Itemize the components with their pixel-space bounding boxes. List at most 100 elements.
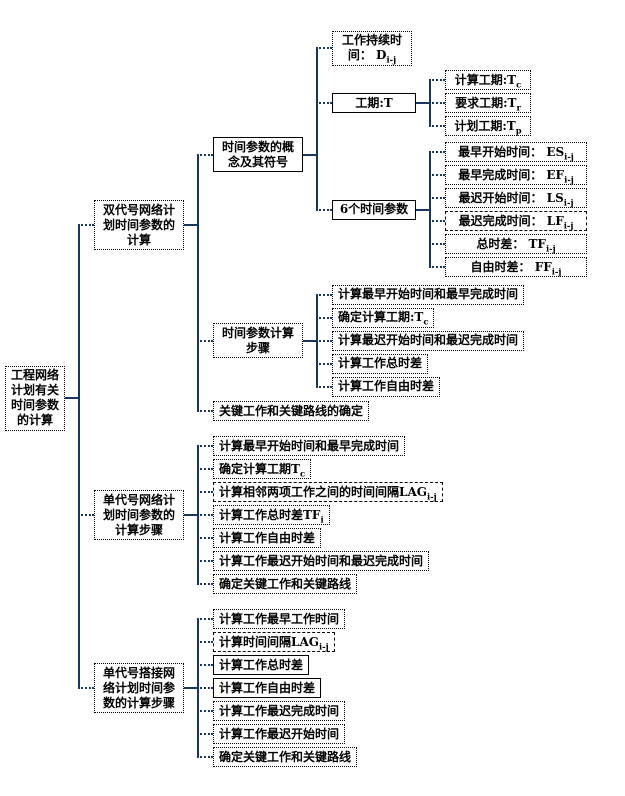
tree-nodewrap-root-0-1-4: 计算工作自由时差 [332, 376, 441, 397]
tree-nodewrap-root-1-1: 确定计算工期Tc [213, 459, 312, 479]
tree-row-root-0-1-4: 计算工作自由时差 [316, 375, 524, 398]
tree-branch-root-0-0-2: 6个时间参数 最早开始时间： ESi-j 最早完成时间： EFi-j 最迟开始时间： … [332, 141, 587, 279]
tree-node-label-root-1-2: 计算相邻两项工作之间的时间间隔LAGi-j [219, 484, 437, 501]
tree-nodewrap-root-0-0-2-3: 最迟完成时间： LFi-j [445, 211, 587, 231]
tree-row-root-0-0-1-1: 要求工期:Tr [429, 91, 531, 115]
tree-row-root-1-0: 计算最早开始时间和最早完成时间 [197, 435, 443, 458]
tree-row-root-0-0-1-0: 计算工期:Tc [429, 69, 531, 92]
tree-node-label-root-1: 单代号网络计划时间参数的计算步骤 [102, 492, 175, 537]
tree-node-root-0-0-2-3: 最迟完成时间： LFi-j [445, 211, 587, 231]
tree-row-root-1-6: 确定关键工作和关键路线 [197, 572, 443, 596]
tree-branch-root-2-5: 计算工作最迟开始时间 [213, 724, 346, 744]
tree-node-label-root-2-2: 计算工作总时差 [219, 657, 304, 672]
connector-stub-root-2 [184, 687, 197, 689]
tree-node-label-root-2-1: 计算时间间隔LAGi-j [219, 634, 329, 651]
tree-node-label-root-0-0-1: 工期:T [355, 95, 393, 110]
tree-row-root-2-2: 计算工作总时差 [197, 653, 357, 677]
children-group-root-2: 计算工作最早工作时间计算时间间隔LAGi-j 计算工作总时差计算工作自由时差计算工… [197, 608, 358, 769]
tree-row-root-0-0-2-4: 总时差： TFi-j [429, 232, 587, 256]
tree-node-label-root-0-0-1-2: 计划工期:Tp [454, 118, 522, 135]
tree-node-root-2-3: 计算工作自由时差 [213, 678, 322, 698]
tree-branch-root-0-0-1: 工期:T 计算工期:Tc 要求工期:Tr 计划工期:Tp [332, 69, 531, 138]
connector-stub-root-0 [184, 224, 197, 226]
tree-node-root-1: 单代号网络计划时间参数的计算步骤 [94, 490, 184, 540]
tree-node-root-0-0-0: 工作持续时间： Di-j [332, 30, 412, 66]
tree-node-root-0-1-0: 计算最早开始时间和最早完成时间 [332, 284, 525, 305]
tree-node-root-1-1: 确定计算工期Tc [213, 459, 312, 479]
connector-stub-root [65, 397, 78, 399]
tree-nodewrap-root-0-0-2-0: 最早开始时间： ESi-j [445, 142, 587, 162]
tree-row-root-1-1: 确定计算工期Tc [197, 457, 443, 481]
tree-nodewrap-root-1-2: 计算相邻两项工作之间的时间间隔LAGi-j [213, 482, 443, 502]
tree-row-root-1-4: 计算工作自由时差 [197, 526, 443, 550]
tree-node-root-1-5: 计算工作最迟开始时间和最迟完成时间 [213, 551, 430, 571]
tree-branch-root-0-0: 时间参数的概念及其符号 工作持续时间： Di-j 工期:T 计算工期:Tc 要求工期:T… [213, 29, 587, 280]
tree-nodewrap-root-2-3: 计算工作自由时差 [213, 678, 322, 698]
tree-node-root-1-4: 计算工作自由时差 [213, 528, 322, 548]
tree-node-root-2-2: 计算工作总时差 [213, 655, 310, 675]
tree-branch-root-0-1-2: 计算最迟开始时间和最迟完成时间 [332, 330, 525, 351]
tree-node-label-root-0-0-2-4: 总时差： TFi-j [476, 236, 556, 253]
tree-nodewrap-root-0-0: 时间参数的概念及其符号 [213, 137, 303, 172]
tree-row-root-2-0: 计算工作最早工作时间 [197, 608, 357, 631]
tree-node-root-0-0-1-1: 要求工期:Tr [445, 93, 531, 113]
tree-node-label-root-2: 单代号搭接网络计划时间参数的计算步骤 [102, 665, 175, 710]
tree-node-root-0-0-2-2: 最迟开始时间： LSi-j [445, 188, 587, 208]
tree-node-label-root-2-5: 计算工作最迟开始时间 [219, 726, 340, 741]
tree-node-root-0-1-2: 计算最迟开始时间和最迟完成时间 [332, 330, 525, 351]
tree-node-label-root-2-4: 计算工作最迟完成时间 [219, 703, 340, 718]
tree-branch-root-0-1-1: 确定计算工期:Tc [332, 307, 435, 328]
tree-node-root-0-0-2-5: 自由时差： FFi-j [445, 257, 587, 277]
tree-branch-root-0-0-1-0: 计算工期:Tc [445, 70, 531, 90]
tree-node-label-root-1-3: 计算工作总时差TFi [219, 507, 324, 524]
tree-nodewrap-root-0-0-2-5: 自由时差： FFi-j [445, 257, 587, 277]
tree-nodewrap-root-2-4: 计算工作最迟完成时间 [213, 701, 346, 721]
tree-node-label-root-0-0-0: 工作持续时间： Di-j [341, 33, 402, 65]
tree-node-label-root-2-6: 确定关键工作和关键路线 [219, 749, 352, 764]
tree-row-root-0-0-2-1: 最早完成时间： EFi-j [429, 163, 587, 187]
tree-node-label-root-0-0-2: 6个时间参数 [339, 202, 409, 216]
children-group-root-0-0: 工作持续时间： Di-j 工期:T 计算工期:Tc 要求工期:Tr 计划工期:Tp 6个时… [316, 29, 587, 280]
children-group-root-1: 计算最早开始时间和最早完成时间确定计算工期Tc 计算相邻两项工作之间的时间间隔LA… [197, 435, 443, 596]
tree-nodewrap-root-1: 单代号网络计划时间参数的计算步骤 [94, 490, 184, 540]
tree-branch-root-2-3: 计算工作自由时差 [213, 678, 322, 698]
connector-stub-root-0-0-2 [416, 208, 429, 211]
tree-branch-root-0-0-2-1: 最早完成时间： EFi-j [445, 165, 587, 185]
tree-row-root-0-2: 关键工作和关键路线的确定 [197, 399, 587, 423]
connector-stub-root-0-0 [303, 153, 316, 156]
tree-node-root-2-0: 计算工作最早工作时间 [213, 609, 346, 629]
tree-branch-root-1-5: 计算工作最迟开始时间和最迟完成时间 [213, 551, 430, 571]
tree-branch-root-0-0-0: 工作持续时间： Di-j [332, 30, 412, 66]
tree-row-root-0-0-2: 6个时间参数 最早开始时间： ESi-j 最早完成时间： EFi-j 最迟开始时间： … [316, 139, 587, 280]
tree-row-root-0-1-0: 计算最早开始时间和最早完成时间 [316, 283, 525, 306]
tree-node-label-root-1-1: 确定计算工期Tc [219, 461, 306, 478]
tree-node-label-root-0-2: 关键工作和关键路线的确定 [219, 403, 364, 418]
tree-node-label-root-0-1-0: 计算最早开始时间和最早完成时间 [338, 287, 519, 301]
tree-node-label-root-0-1: 时间参数计算步骤 [221, 325, 294, 355]
tree-node-label-root-2-3: 计算工作自由时差 [219, 680, 316, 695]
tree-row-root-0-0-1: 工期:T 计算工期:Tc 要求工期:Tr 计划工期:Tp [316, 67, 587, 139]
tree-row-root-2: 单代号搭接网络计划时间参数的计算步骤计算工作最早工作时间计算时间间隔LAGi-j… [78, 601, 587, 775]
tree-node-label-root-1-6: 确定关键工作和关键路线 [219, 576, 352, 591]
tree-node-root-0-1-4: 计算工作自由时差 [332, 376, 441, 397]
tree-row-root-0-0-2-3: 最迟完成时间： LFi-j [429, 209, 587, 233]
tree-node-root-2-6: 确定关键工作和关键路线 [213, 747, 358, 767]
tree-node-label-root-0-1-2: 计算最迟开始时间和最迟完成时间 [338, 333, 519, 347]
tree-node-label-root-1-0: 计算最早开始时间和最早完成时间 [219, 438, 400, 453]
tree-nodewrap-root-2-5: 计算工作最迟开始时间 [213, 724, 346, 744]
tree-branch-root-0: 双代号网络计划时间参数的计算 时间参数的概念及其符号 工作持续时间： Di-j 工期:… [94, 28, 587, 423]
children-group-root-0-1: 计算最早开始时间和最早完成时间确定计算工期:Tc 计算最迟开始时间和最迟完成时间计… [316, 283, 525, 398]
tree-branch-root-0-0-1-2: 计划工期:Tp [445, 116, 531, 136]
tree-branch-root-1-0: 计算最早开始时间和最早完成时间 [213, 436, 406, 456]
tree-nodewrap-root-0-0-1-1: 要求工期:Tr [445, 93, 531, 113]
tree-node-root-2-1: 计算时间间隔LAGi-j [213, 632, 335, 652]
tree-node-label-root-0: 双代号网络计划时间参数的计算 [102, 202, 175, 247]
tree-nodewrap-root-0-1-2: 计算最迟开始时间和最迟完成时间 [332, 330, 525, 351]
tree-branch-root-0-0-2-3: 最迟完成时间： LFi-j [445, 211, 587, 231]
tree-node-label-root-1-5: 计算工作最迟开始时间和最迟完成时间 [219, 553, 424, 568]
tree-node-root-2-4: 计算工作最迟完成时间 [213, 701, 346, 721]
tree-node-root-0-0-2-1: 最早完成时间： EFi-j [445, 165, 587, 185]
tree-node-label-root-0-0-1-0: 计算工期:Tc [454, 72, 522, 89]
